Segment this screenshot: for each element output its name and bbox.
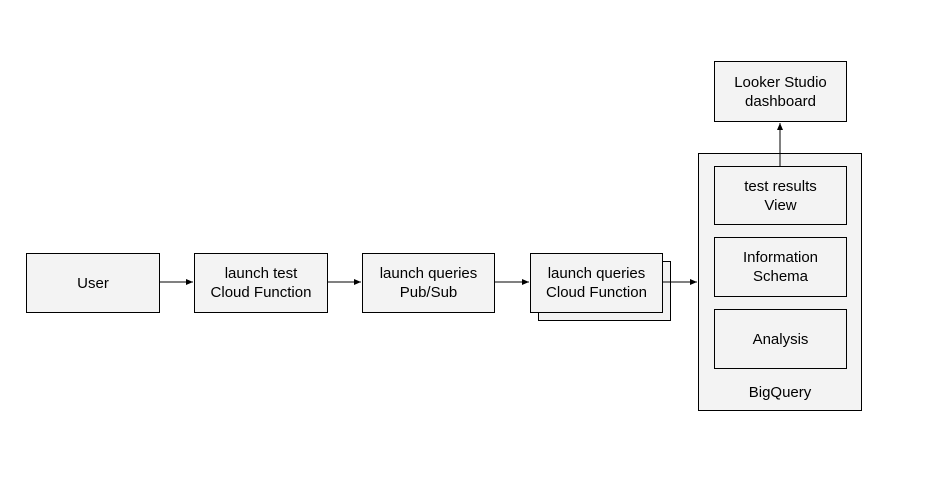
pubsub-line1: launch queries	[379, 265, 478, 282]
launch-queries-function-line2: Cloud Function	[546, 284, 647, 301]
bigquery-label: BigQuery	[748, 384, 812, 401]
user-node: User	[26, 253, 160, 313]
information-schema-line2: Schema	[752, 268, 808, 285]
launch-queries-cloud-function-node: launch queries Cloud Function	[530, 253, 663, 313]
launch-test-cloud-function-node: launch test Cloud Function	[194, 253, 328, 313]
test-results-line1: test results	[744, 177, 817, 195]
launch-queries-pubsub-node: launch queries Pub/Sub	[362, 253, 495, 313]
looker-studio-dashboard-node: Looker Studio dashboard	[714, 61, 847, 122]
test-results-line2: View	[764, 196, 797, 214]
user-label: User	[77, 274, 109, 292]
looker-line1: Looker Studio	[734, 73, 827, 91]
information-schema-node: Information Schema	[714, 237, 847, 297]
launch-test-line2: Cloud Function	[210, 284, 312, 301]
analysis-node: Analysis	[714, 309, 847, 369]
analysis-label: Analysis	[752, 330, 809, 348]
launch-queries-function-line1: launch queries	[547, 265, 646, 282]
test-results-view-node: test results View	[714, 166, 847, 225]
looker-line2: dashboard	[745, 92, 816, 110]
launch-test-line1: launch test	[224, 265, 298, 282]
pubsub-line2: Pub/Sub	[399, 284, 458, 301]
information-schema-line1: Information	[742, 249, 819, 266]
